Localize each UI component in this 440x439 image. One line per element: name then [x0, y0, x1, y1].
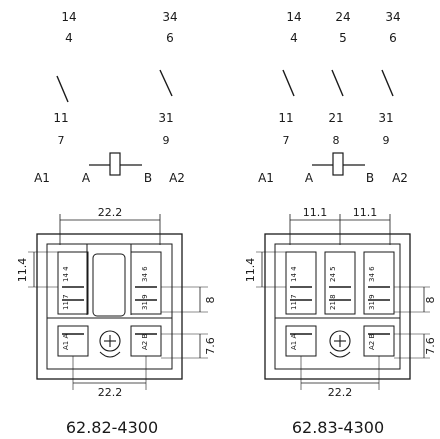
right-pin-31-9: 31 9 [368, 294, 376, 310]
right-contact-2-bot: 21 [328, 111, 343, 125]
right-schematic: 14 4 11 7 24 5 21 8 34 6 31 9 A1 A B A2 [258, 10, 408, 185]
right-dim-bottom-width: 22.2 [328, 386, 353, 399]
left-dim-height: 11.4 [16, 258, 29, 283]
left-coil-b: B [144, 171, 152, 185]
right-pin-24-5: 24 5 [329, 266, 337, 282]
right-socket: 11.1 11.1 14 4 24 5 34 6 11 7 21 8 31 9 … [244, 206, 437, 399]
left-pin-a1-a: A1 A [62, 334, 70, 350]
right-pin-11-7: 11 7 [290, 294, 298, 310]
right-contact-3-low: 9 [383, 134, 390, 147]
left-contact-2-switch [159, 69, 173, 97]
left-contact-2-mid: 6 [166, 31, 174, 45]
right-dim-top-right: 11.1 [353, 206, 378, 219]
left-pin-a2-b: A2 B [141, 334, 149, 350]
right-pin-a2-b: A2 B [368, 334, 376, 350]
left-contact-1-switch [56, 75, 69, 103]
right-contact-1-bot: 11 [278, 111, 293, 125]
left-screw-icon [99, 330, 121, 352]
right-coil-a2: A2 [392, 171, 408, 185]
left-pin-11-7: 11 7 [62, 294, 70, 310]
left-contact-1-bot: 11 [53, 111, 68, 125]
left-pin-31-9: 31 9 [141, 294, 149, 310]
right-coil-b: B [366, 171, 374, 185]
right-pin-34-6: 34 6 [368, 266, 376, 282]
left-contact-2-bot: 31 [158, 111, 173, 125]
left-contact-2-top: 34 [162, 10, 177, 24]
left-dim-mid: 8 [204, 297, 217, 304]
left-coil-symbol [89, 152, 142, 176]
right-coil-a1: A1 [258, 171, 274, 185]
right-model-title: 62.83-4300 [292, 418, 384, 437]
left-contact-2-low: 9 [163, 134, 170, 147]
left-schematic: 14 4 11 7 34 6 31 9 A1 A B A2 [34, 10, 185, 185]
left-coil-a1: A1 [34, 171, 50, 185]
right-pin-21-8: 21 8 [329, 294, 337, 310]
right-coil-symbol [312, 152, 365, 176]
left-coil-a2: A2 [169, 171, 185, 185]
right-contact-2-top: 24 [335, 10, 350, 24]
left-contact-1-low: 7 [58, 134, 65, 147]
left-pin-14-4: 14 4 [62, 266, 70, 282]
right-contact-1-top: 14 [286, 10, 301, 24]
right-coil-a: A [305, 171, 314, 185]
right-pin-14-4: 14 4 [290, 266, 298, 282]
left-coil-a: A [82, 171, 91, 185]
right-contact-3-mid: 6 [389, 31, 397, 45]
left-contact-1-top: 14 [61, 10, 76, 24]
right-dim-low: 7.6 [424, 337, 437, 355]
left-socket: 22.2 14 4 34 6 11 7 31 9 A1 A A2 B [16, 206, 217, 399]
right-contact-3-switch [381, 69, 394, 97]
left-dim-low: 7.6 [204, 337, 217, 355]
right-pin-a1-a: A1 A [290, 334, 298, 350]
left-pin-34-6: 34 6 [141, 266, 149, 282]
right-contact-2-low: 8 [333, 134, 340, 147]
right-dim-top-left: 11.1 [303, 206, 328, 219]
right-contact-1-low: 7 [283, 134, 290, 147]
right-contact-3-bot: 31 [378, 111, 393, 125]
right-contact-3-top: 34 [385, 10, 400, 24]
right-contact-2-mid: 5 [339, 31, 347, 45]
left-model-title: 62.82-4300 [66, 418, 158, 437]
right-contact-1-mid: 4 [290, 31, 298, 45]
left-dim-bottom-width: 22.2 [98, 386, 123, 399]
right-screw-icon [329, 330, 351, 352]
right-contact-1-switch [282, 69, 295, 97]
left-dim-top-width: 22.2 [98, 206, 123, 219]
right-contact-2-switch [331, 69, 344, 97]
left-contact-1-mid: 4 [65, 31, 73, 45]
right-dim-mid: 8 [424, 297, 437, 304]
right-dim-height: 11.4 [244, 258, 257, 283]
